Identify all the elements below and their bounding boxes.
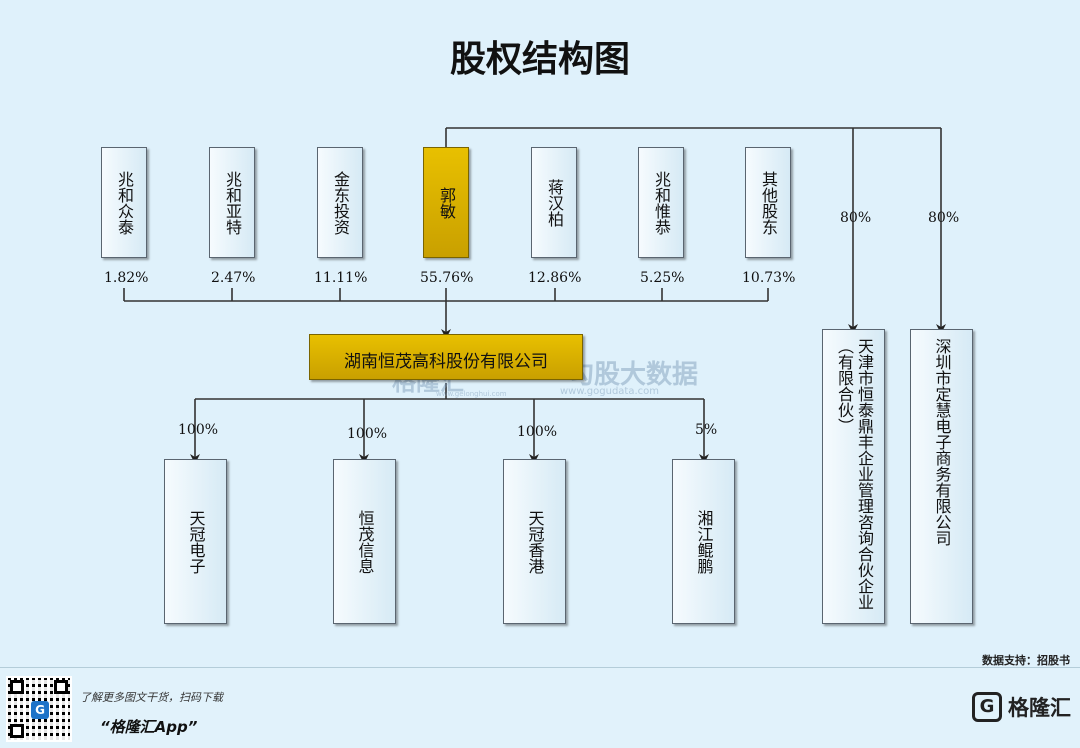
- shareholder-name: 郭敏: [437, 186, 456, 219]
- company-box: 湖南恒茂高科股份有限公司: [309, 334, 583, 380]
- related-box-tianjin-hengtai-dingfeng: 天津市恒泰鼎丰企业管理咨询合伙企业（有限合伙）: [822, 329, 885, 624]
- page-title: 股权结构图: [449, 39, 630, 80]
- subsidiary-name: 天冠香港: [525, 509, 545, 574]
- data-source: 数据支持：招股书: [982, 654, 1070, 667]
- shareholder-name: 金东投资: [331, 170, 350, 235]
- company-name: 湖南恒茂高科股份有限公司: [344, 352, 548, 372]
- shareholder-box-jindong-investment: 金东投资: [317, 147, 363, 258]
- subsidiary-name: 天冠电子: [186, 509, 206, 574]
- related-pct: 80%: [840, 210, 872, 226]
- watermark-site: 勾股大数据: [568, 360, 699, 390]
- watermark-brand-url: www.gelonghui.com: [436, 390, 507, 398]
- shareholder-name: 兆和亚特: [223, 170, 242, 235]
- qr-logo-icon: G: [31, 701, 49, 719]
- subsidiary-pct: 100%: [347, 426, 388, 442]
- shareholder-pct: 11.11%: [314, 270, 368, 286]
- subsidiary-box-tianguan-hk: 天冠香港: [503, 459, 566, 624]
- subsidiary-box-xiangjiang-kunpeng: 湘江鲲鹏: [672, 459, 735, 624]
- brand-name: 格隆汇: [1008, 696, 1071, 720]
- shareholder-box-guo-min: 郭敏: [423, 147, 469, 258]
- related-name: 天津市恒泰鼎丰企业管理咨询合伙企业（有限合伙）: [835, 338, 874, 610]
- related-name: 深圳市定慧电子商务有限公司: [932, 338, 952, 546]
- shareholder-name: 蒋汉柏: [545, 178, 564, 227]
- shareholder-name: 兆和惟恭: [652, 170, 671, 235]
- shareholder-pct: 5.25%: [640, 270, 685, 286]
- qr-code-icon: G: [6, 676, 72, 742]
- related-box-shenzhen-dinghui: 深圳市定慧电子商务有限公司: [910, 329, 973, 624]
- footer: G 了解更多图文干货，扫码下载 “格隆汇App” G 格隆汇: [0, 667, 1080, 748]
- shareholder-box-other: 其他股东: [745, 147, 791, 258]
- promo-app-name[interactable]: “格隆汇App”: [100, 718, 198, 736]
- related-pct: 80%: [928, 210, 960, 226]
- brand-logo: G 格隆汇: [972, 692, 1071, 722]
- promo-text: 了解更多图文干货，扫码下载: [80, 691, 223, 704]
- subsidiary-pct: 5%: [695, 422, 718, 438]
- shareholder-pct: 1.82%: [104, 270, 149, 286]
- gelonghui-logo-icon: G: [972, 692, 1002, 722]
- subsidiary-box-hengmao-info: 恒茂信息: [333, 459, 396, 624]
- subsidiary-name: 湘江鲲鹏: [694, 509, 714, 574]
- shareholder-pct: 2.47%: [211, 270, 256, 286]
- subsidiary-name: 恒茂信息: [355, 509, 375, 574]
- shareholder-name: 兆和众泰: [115, 170, 134, 235]
- shareholder-name: 其他股东: [759, 170, 778, 235]
- subsidiary-box-tianguan-electronics: 天冠电子: [164, 459, 227, 624]
- watermark-site-url: www.gogudata.com: [560, 386, 660, 397]
- shareholder-pct: 12.86%: [528, 270, 582, 286]
- subsidiary-pct: 100%: [178, 422, 219, 438]
- shareholder-box-zhaohe-zhongtai: 兆和众泰: [101, 147, 147, 258]
- shareholder-pct: 55.76%: [420, 270, 474, 286]
- shareholder-box-zhaohe-yate: 兆和亚特: [209, 147, 255, 258]
- shareholder-box-zhaohe-weigong: 兆和惟恭: [638, 147, 684, 258]
- subsidiary-pct: 100%: [517, 424, 558, 440]
- shareholder-box-jiang-hanbai: 蒋汉柏: [531, 147, 577, 258]
- shareholder-pct: 10.73%: [742, 270, 796, 286]
